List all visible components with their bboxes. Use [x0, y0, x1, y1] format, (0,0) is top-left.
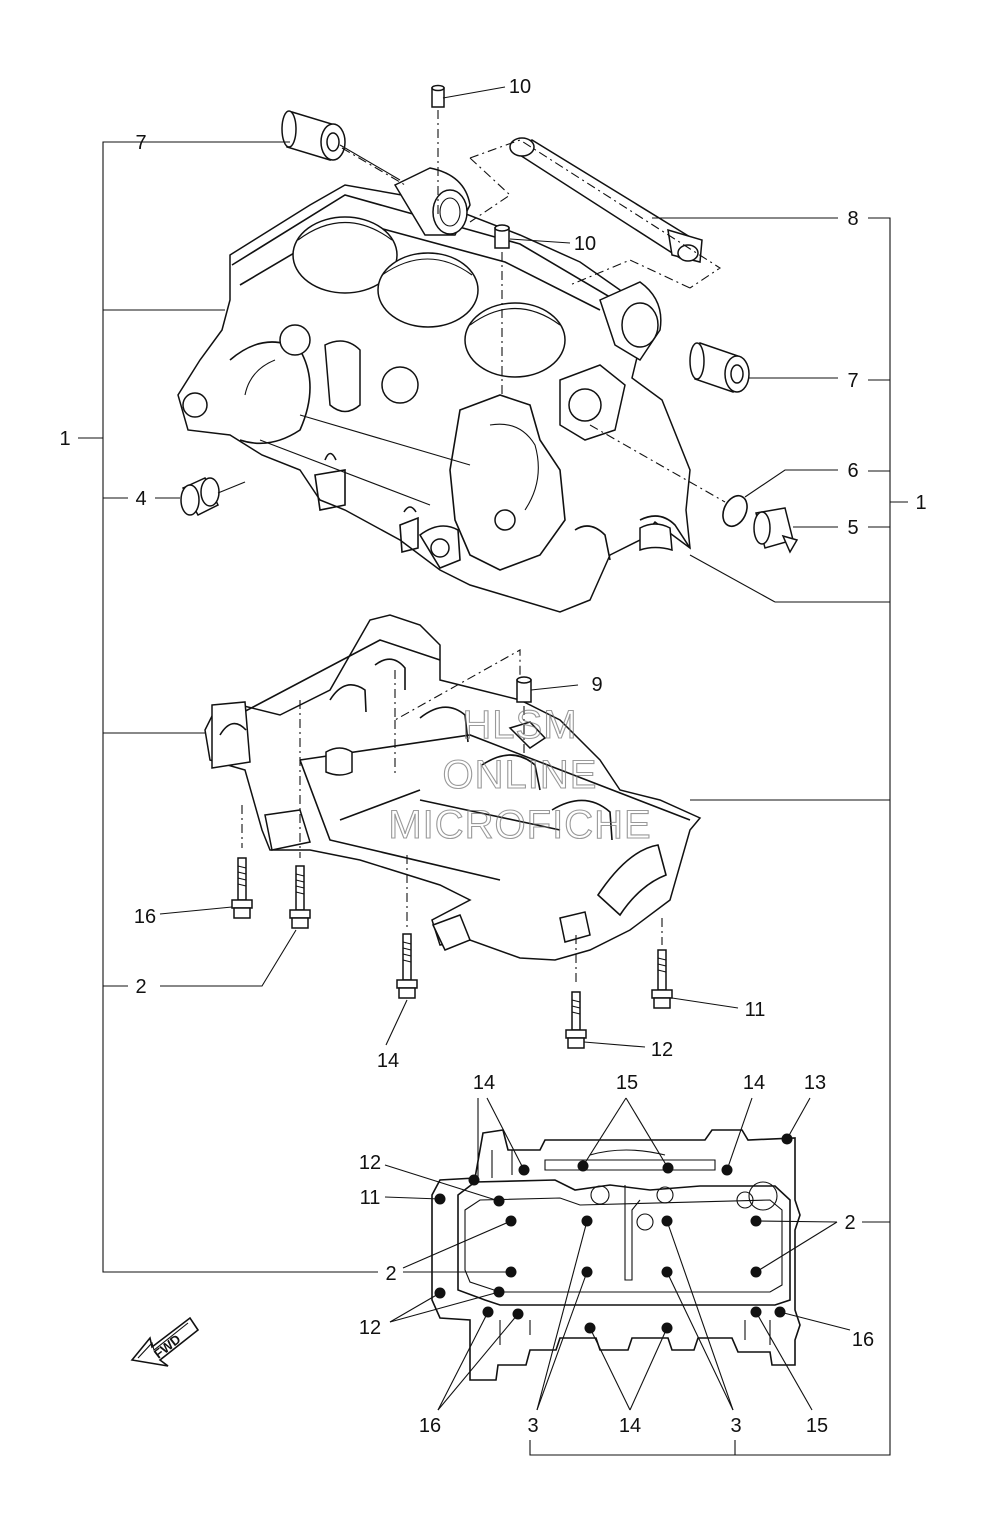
bolt-12 — [565, 935, 587, 1049]
callout-5: 5 — [847, 517, 858, 539]
callout-1-right: 1 — [915, 492, 926, 514]
callout-2-pattern-right: 2 — [844, 1212, 855, 1234]
leader-lines — [155, 86, 851, 1411]
callout-11-pattern: 11 — [360, 1187, 381, 1209]
callout-12-pattern-upper: 12 — [359, 1152, 381, 1174]
mount-bushing-7a — [281, 110, 406, 186]
callout-15-pattern-top: 15 — [616, 1072, 638, 1094]
callout-12-pattern-lower: 12 — [359, 1317, 381, 1339]
callout-16-pattern-right: 16 — [852, 1329, 874, 1351]
o-ring-6 — [589, 424, 748, 528]
callout-14-pattern-bottom: 14 — [619, 1415, 641, 1437]
callout-6: 6 — [847, 460, 858, 482]
callout-14-pattern-top-right: 14 — [743, 1072, 765, 1094]
watermark-line-1: HLSM — [462, 703, 577, 747]
plug-5 — [753, 507, 799, 554]
bolt-tightening-pattern — [431, 1129, 801, 1381]
bolt-14 — [396, 855, 418, 999]
callout-labels: 10 10 7 8 7 1 6 1 4 5 9 16 2 11 12 14 14… — [59, 76, 926, 1437]
dowel-pin-10b — [494, 224, 510, 395]
callout-3-pattern-right: 3 — [730, 1415, 741, 1437]
callout-11-bolt: 11 — [745, 999, 766, 1021]
callout-12-bolt: 12 — [651, 1039, 673, 1061]
dowel-pin-10a — [431, 84, 445, 215]
callout-13-pattern: 13 — [804, 1072, 826, 1094]
watermark: HLSM ONLINE MICROFICHE — [388, 702, 651, 847]
callout-3-pattern-left: 3 — [527, 1415, 538, 1437]
callout-2-bolt: 2 — [135, 976, 146, 998]
plug-4 — [180, 477, 246, 516]
callout-14-bolt: 14 — [377, 1050, 399, 1072]
callout-16-pattern-left: 16 — [419, 1415, 441, 1437]
mount-bushing-7b — [689, 341, 750, 394]
callout-8: 8 — [847, 208, 858, 230]
callout-2-pattern-left: 2 — [385, 1263, 396, 1285]
callout-1-left: 1 — [59, 428, 70, 450]
callout-15-pattern-bottom: 15 — [806, 1415, 828, 1437]
callout-4: 4 — [135, 488, 146, 510]
watermark-line-2: ONLINE — [443, 753, 598, 797]
callout-14-pattern-top-left: 14 — [473, 1072, 495, 1094]
dowel-pin-9 — [516, 676, 532, 755]
callout-10-top: 10 — [509, 76, 531, 98]
fwd-arrow-icon: FWD — [130, 1316, 200, 1367]
right-bracket-1 — [529, 217, 908, 1456]
watermark-line-3: MICROFICHE — [388, 803, 651, 847]
bolt-16 — [231, 805, 253, 919]
left-bracket-1 — [78, 141, 378, 1273]
bolt-2-upper — [289, 700, 311, 929]
lower-crankcase — [204, 614, 702, 961]
fwd-label: FWD — [151, 1331, 184, 1361]
callout-10-middle: 10 — [574, 233, 596, 255]
callout-7-right: 7 — [847, 370, 858, 392]
upper-crankcase — [177, 167, 691, 613]
callout-9: 9 — [591, 674, 602, 696]
bolt-11 — [651, 918, 673, 1009]
callout-7-left: 7 — [135, 132, 146, 154]
callout-16-bolt: 16 — [134, 906, 156, 928]
collar-8 — [469, 137, 722, 289]
